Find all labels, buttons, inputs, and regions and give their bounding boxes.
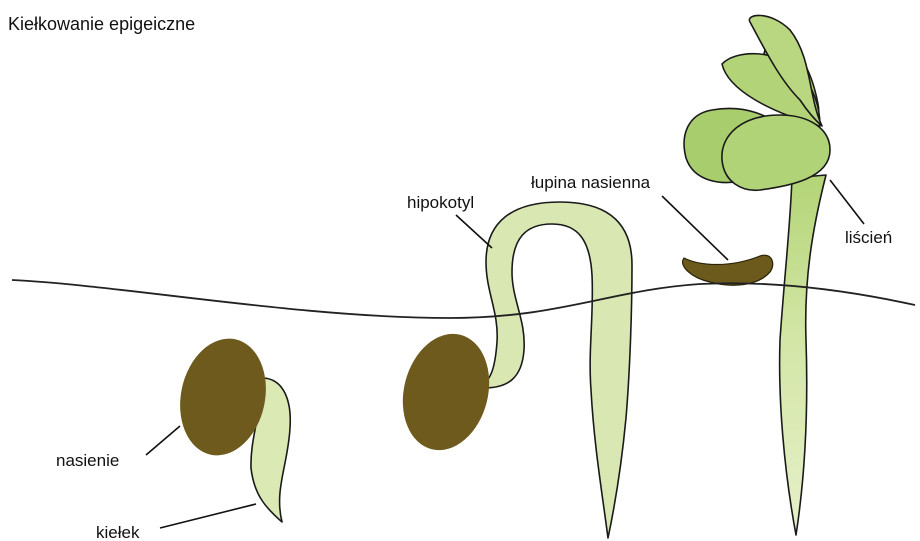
label-seed: nasienie (56, 451, 119, 470)
seedling-stem-shape (780, 175, 826, 535)
label-hypocotyl: hipokotyl (407, 193, 474, 212)
leader-line-seed (146, 426, 180, 455)
stage-1-seed-with-sprout (170, 331, 291, 522)
stage-2-hypocotyl-hook (391, 202, 632, 538)
soil-line (12, 280, 915, 318)
hypocotyl-shape (478, 202, 632, 538)
stage-3-seedling (683, 15, 830, 535)
seed-shape-2 (391, 325, 501, 460)
label-cotyledon: liścień (845, 228, 892, 247)
label-seed-coat: łupina nasienna (531, 173, 651, 192)
leader-line-sprout (160, 504, 256, 528)
label-hypocotyl-group: hipokotyl (407, 193, 492, 248)
label-cotyledon-group: liścień (830, 180, 892, 247)
leader-line-seed-coat (662, 196, 728, 260)
label-sprout-group: kiełek (96, 504, 256, 541)
leader-line-cotyledon (830, 180, 864, 224)
leader-line-hypocotyl (456, 215, 492, 248)
diagram-title: Kiełkowanie epigeiczne (8, 14, 195, 34)
label-seed-group: nasienie (56, 426, 180, 470)
label-sprout: kiełek (96, 523, 140, 541)
